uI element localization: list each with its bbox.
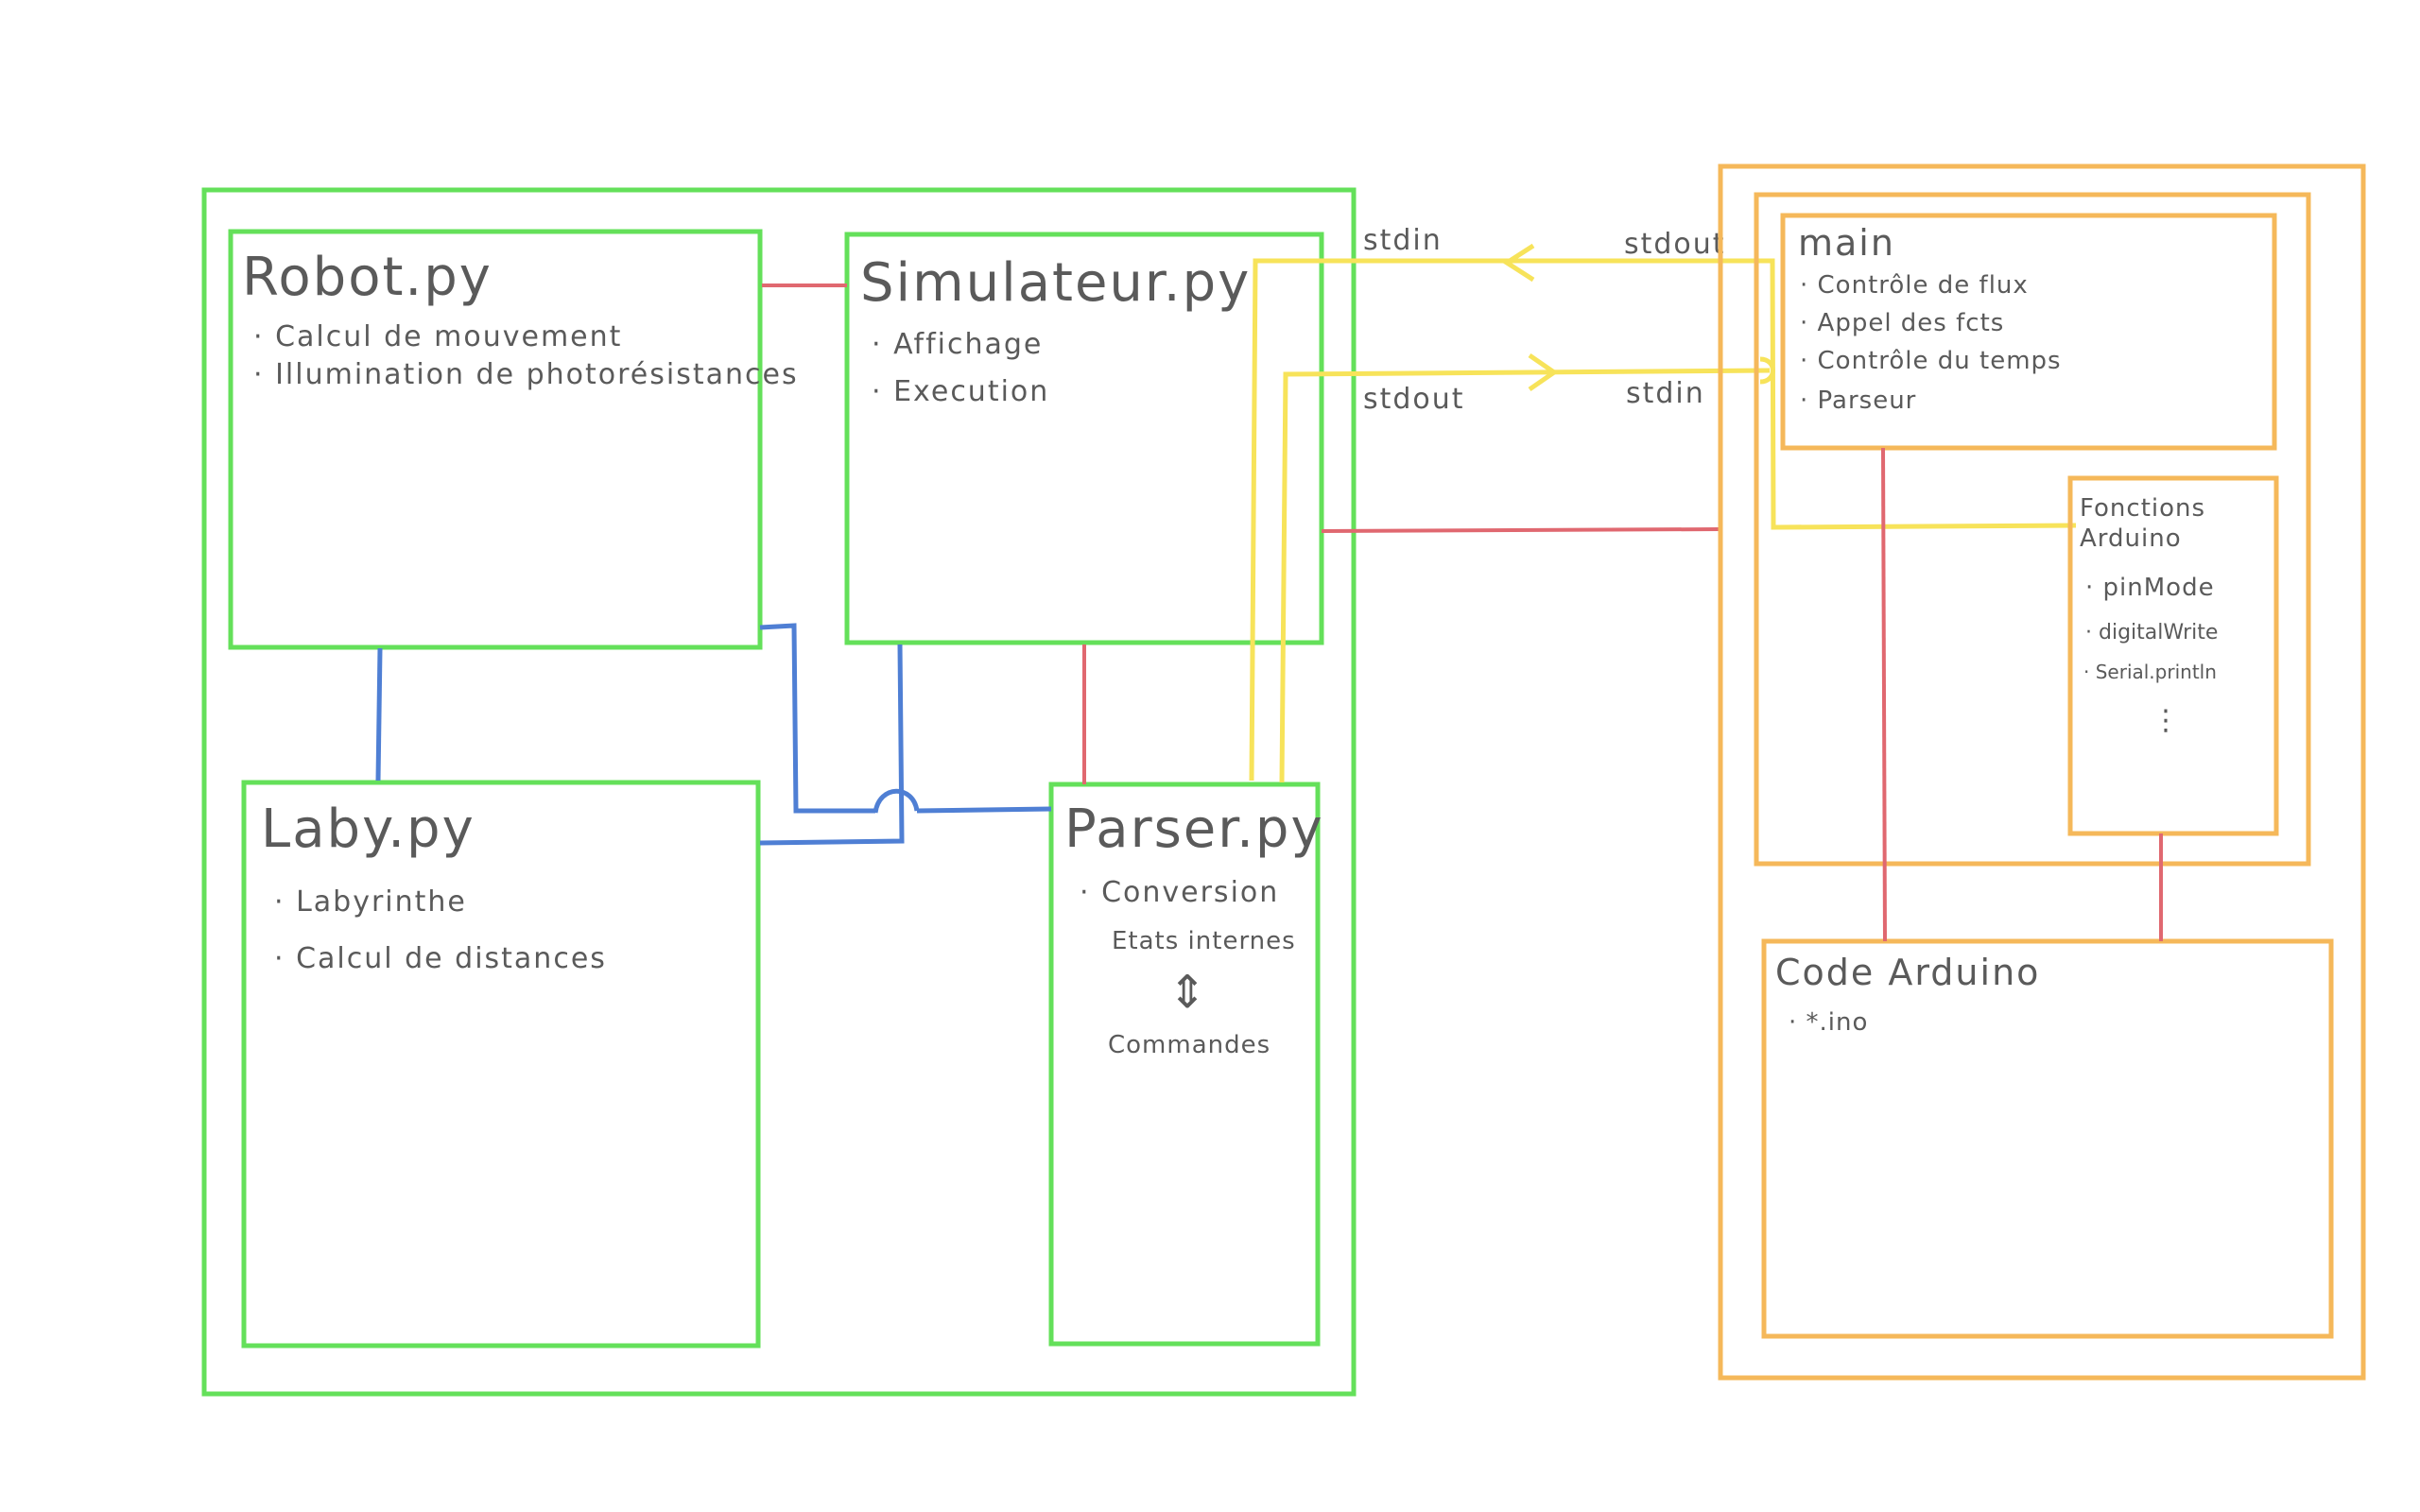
main-item-4: · Parseur (1800, 387, 1916, 415)
blue-link-bridge (873, 788, 920, 814)
fonctions-title-line-2: Arduino (2080, 524, 2182, 553)
main-title: main (1798, 222, 1895, 264)
code-arduino-module: Code Arduino · *.ino (1761, 938, 2334, 1339)
main-item-3: · Contrôle du temps (1800, 347, 2062, 375)
stream-label-top-right: stdout (1624, 228, 1726, 261)
fonctions-item-1: · pinMode (2085, 574, 2215, 602)
arduino-inner-border (1754, 192, 2311, 867)
stream-label-bottom-left: stdout (1363, 383, 1465, 416)
fonctions-item-3: · Serial.println (2083, 661, 2217, 683)
parser-item-1: · Conversion (1080, 876, 1279, 909)
bidirectional-arrow-icon: ⇕ (1168, 966, 1206, 1019)
main-module: main · Contrôle de flux · Appel des fcts… (1780, 213, 2277, 451)
fonctions-module: Fonctions Arduino · pinMode · digitalWri… (2067, 475, 2279, 836)
simulateur-item-1: · Affichage (872, 328, 1043, 361)
main-box (1780, 213, 2277, 451)
laby-module: Laby.py · Labyrinthe · Calcul de distanc… (241, 780, 761, 1349)
fonctions-title-line-1: Fonctions (2080, 494, 2205, 523)
python-group-border (201, 187, 1357, 1397)
laby-item-2: · Calcul de distances (274, 942, 607, 975)
parser-module: Parser.py · Conversion Etats internes ⇕ … (1048, 782, 1324, 1347)
robot-item-2: · Illumination de photorésistances (253, 358, 799, 391)
robot-box (228, 229, 763, 650)
simulateur-item-2: · Execution (872, 375, 1049, 408)
arduino-outer-border (1718, 163, 2366, 1381)
simulateur-box (844, 232, 1324, 645)
blue-link-bridge-to-parser (916, 806, 1052, 814)
blue-link-robot-parser (759, 623, 878, 814)
yellow-arrow-right-icon (1528, 352, 1559, 392)
yellow-arrow-hook (1759, 356, 1775, 385)
code-arduino-item-1: · *.ino (1789, 1008, 1868, 1037)
parser-box (1048, 782, 1321, 1347)
fonctions-item-2: · digitalWrite (2085, 621, 2218, 644)
simulateur-module: Simulateur.py · Affichage · Execution (844, 232, 1324, 645)
yellow-arrow-left-icon (1502, 243, 1535, 283)
robot-title: Robot.py (242, 247, 493, 308)
blue-link-simulateur-laby (759, 644, 905, 846)
parser-states-label: Etats internes (1112, 927, 1296, 955)
main-item-2: · Appel des fcts (1800, 309, 2004, 337)
fonctions-box (2067, 475, 2279, 836)
code-arduino-box (1761, 938, 2334, 1339)
simulateur-title: Simulateur.py (860, 252, 1251, 314)
stream-label-bottom-right: stdin (1626, 377, 1705, 410)
robot-item-1: · Calcul de mouvement (253, 320, 622, 353)
laby-item-1: · Labyrinthe (274, 885, 467, 919)
code-arduino-title: Code Arduino (1775, 952, 2040, 993)
yellow-stdout-to-stdin-top (1249, 258, 2077, 782)
red-link-simulateur-arduino (1321, 527, 1720, 533)
stream-label-top-left: stdin (1363, 224, 1443, 257)
robot-module: Robot.py · Calcul de mouvement · Illumin… (228, 229, 799, 650)
red-link-main-code (1881, 447, 1887, 942)
yellow-stdin-to-stdout-bottom (1279, 368, 1771, 783)
laby-title: Laby.py (261, 799, 475, 860)
fonctions-ellipsis: ⋮ (2152, 704, 2182, 737)
main-item-1: · Contrôle de flux (1800, 271, 2029, 300)
parser-commands-label: Commandes (1108, 1031, 1270, 1059)
parser-title: Parser.py (1064, 799, 1324, 860)
blue-link-robot-laby (375, 647, 383, 782)
laby-box (241, 780, 761, 1349)
